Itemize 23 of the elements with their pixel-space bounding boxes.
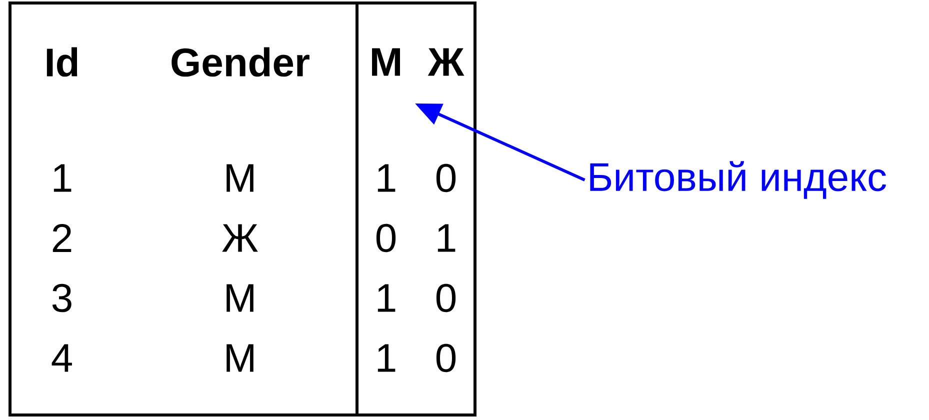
table-cell: 1 <box>54 164 72 192</box>
table-cell: М <box>226 164 254 192</box>
table-cell: 3 <box>52 284 72 312</box>
column-header: Gender <box>172 47 310 77</box>
table-cell: 1 <box>378 344 396 372</box>
table-cell: 1 <box>378 164 396 192</box>
table-cell: 2 <box>52 224 72 252</box>
table-cell: Ж <box>222 224 258 252</box>
table-cell: М <box>226 344 254 372</box>
table-cell: М <box>226 284 254 312</box>
table-cell: 0 <box>436 164 456 192</box>
table-cell: 0 <box>376 224 396 252</box>
column-header: Id <box>46 47 78 77</box>
table-cell: 4 <box>52 344 72 372</box>
table-cell: 1 <box>378 284 396 312</box>
table-cell: 0 <box>436 344 456 372</box>
table-box <box>356 2 476 416</box>
column-header: Ж <box>428 48 464 76</box>
table-cell: 0 <box>436 284 456 312</box>
table-cell: 1 <box>438 224 456 252</box>
annotation-text: Битовый индекс <box>590 161 886 199</box>
column-header: М <box>372 48 400 76</box>
table-box <box>8 2 358 416</box>
